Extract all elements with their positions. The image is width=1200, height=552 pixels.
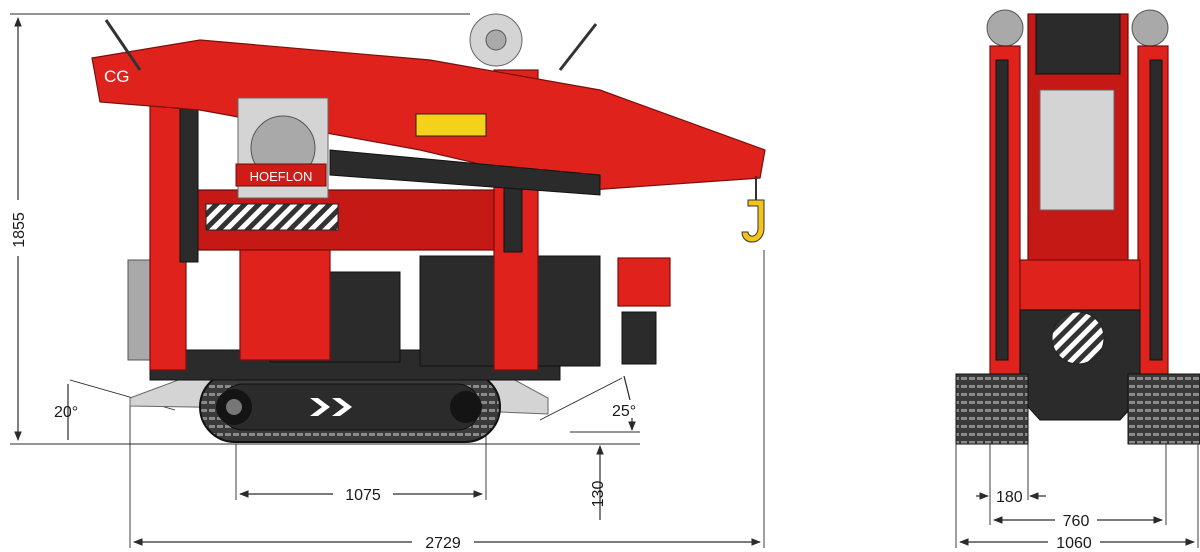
rear-cylinder xyxy=(179,91,199,263)
front-angle-arc xyxy=(623,375,631,401)
front-view-red-box xyxy=(1019,259,1141,311)
front-outrigger-foot xyxy=(621,311,657,365)
left-track xyxy=(955,373,1029,445)
front-outrigger-arm xyxy=(558,23,598,71)
front-angle-label: 25° xyxy=(612,403,636,420)
front-control-box xyxy=(617,257,671,307)
left-beacon xyxy=(986,9,1024,47)
front-angle-line xyxy=(539,377,623,421)
clearance-label: 130 xyxy=(590,481,607,508)
inner-span-label: 760 xyxy=(1063,513,1090,530)
front-view: 180 760 1060 xyxy=(955,9,1200,552)
rear-angle-label: 20° xyxy=(54,404,78,421)
track-chevron-icon xyxy=(310,398,352,416)
rear-outrigger-arm xyxy=(104,19,142,71)
overall-length-label: 2729 xyxy=(425,535,461,552)
crane-hook-icon xyxy=(741,199,765,243)
side-view: 1855 2729 1075 130 20° 25° xyxy=(8,13,766,552)
right-beacon xyxy=(1131,9,1169,47)
boom-brand-label: HOEFLON xyxy=(250,169,313,184)
engine-top xyxy=(1035,13,1121,75)
boom-extension-cylinder xyxy=(329,149,601,196)
right-track xyxy=(1127,373,1200,445)
track-length-label: 1075 xyxy=(345,487,381,504)
warning-labels xyxy=(415,113,487,137)
winch-front xyxy=(1039,89,1115,211)
rotating-beacon-hatch xyxy=(1051,311,1105,365)
idler-wheel xyxy=(450,391,482,423)
center-column xyxy=(239,249,331,361)
height-dimension-label: 1855 xyxy=(11,212,28,248)
warning-stripe xyxy=(205,203,339,231)
overall-width-label: 1060 xyxy=(1056,535,1092,552)
boom-nameplate xyxy=(235,163,327,187)
brand-mark-label: CG xyxy=(104,67,130,86)
track-width-label: 180 xyxy=(996,489,1023,506)
